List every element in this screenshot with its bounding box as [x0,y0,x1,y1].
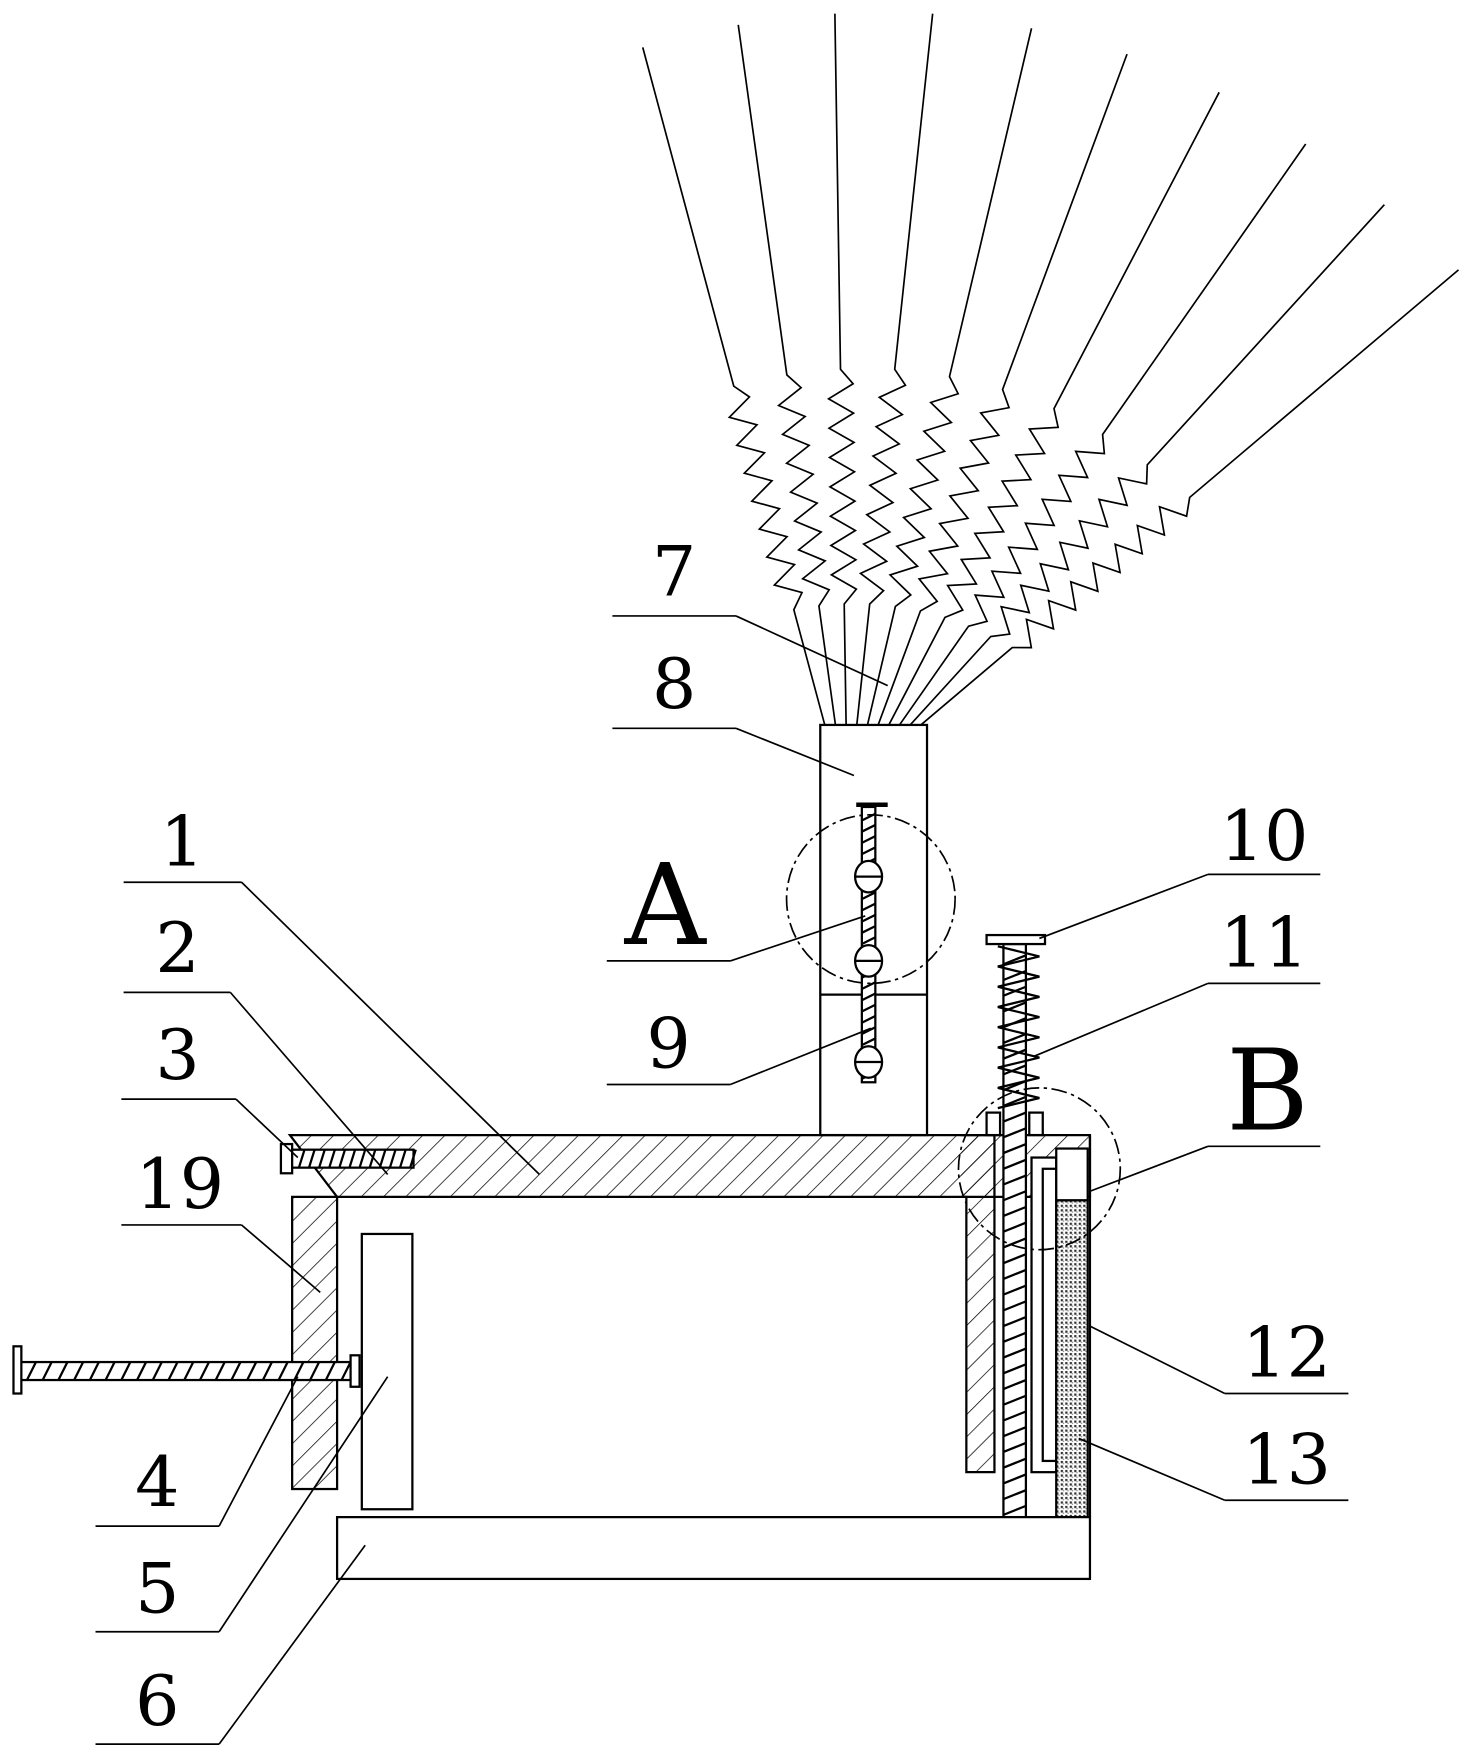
bristle [738,25,835,725]
callout-label-10: 10 [1220,796,1309,877]
callout-label-13: 13 [1242,1419,1331,1500]
leader-line [1090,1146,1208,1191]
callout-label-6: 6 [135,1661,179,1742]
bottom-plate [337,1517,1090,1579]
leader-line [242,882,540,1174]
bristle [829,14,857,725]
callout-label-2: 2 [155,908,199,989]
strip-cap [1056,1149,1087,1201]
bristle [857,14,933,725]
callout-label-4: 4 [135,1442,179,1523]
callout-label-8: 8 [652,644,696,725]
leader-line [1039,874,1208,938]
callout-label-1: 1 [160,801,204,882]
slide-block [1043,1169,1056,1461]
leader-line [1090,1326,1225,1393]
bristle [899,144,1305,725]
callout-label-7: 7 [652,532,696,613]
leader-line [219,1377,298,1526]
leader-line [1079,1438,1225,1500]
spring-cap [987,935,1045,944]
right-inner-wall [961,1135,995,1472]
clamp-pad [362,1234,413,1509]
bristle [921,270,1459,725]
bristle [643,47,825,725]
callout-label-9: 9 [646,1004,690,1085]
rod-nut-left [987,1113,1000,1135]
left-wall [292,1197,337,1489]
bristle [889,92,1219,725]
leader-line [236,1099,298,1157]
callout-label-11: 11 [1220,903,1309,984]
callout-label-3: 3 [155,1015,199,1096]
callout-label-19: 19 [135,1144,224,1225]
callout-label-12: 12 [1242,1313,1331,1394]
screw-handle [13,1346,21,1393]
callout-label-B: B [1226,1026,1309,1156]
callout-label-5: 5 [135,1549,179,1630]
callout-label-A: A [624,841,708,971]
bolt-head [281,1144,292,1173]
screw-end-cap [351,1355,360,1386]
rod-nut-right [1029,1113,1042,1135]
leader-line [219,1545,365,1744]
leader-line [1034,983,1208,1056]
friction-strip [1056,1200,1087,1517]
